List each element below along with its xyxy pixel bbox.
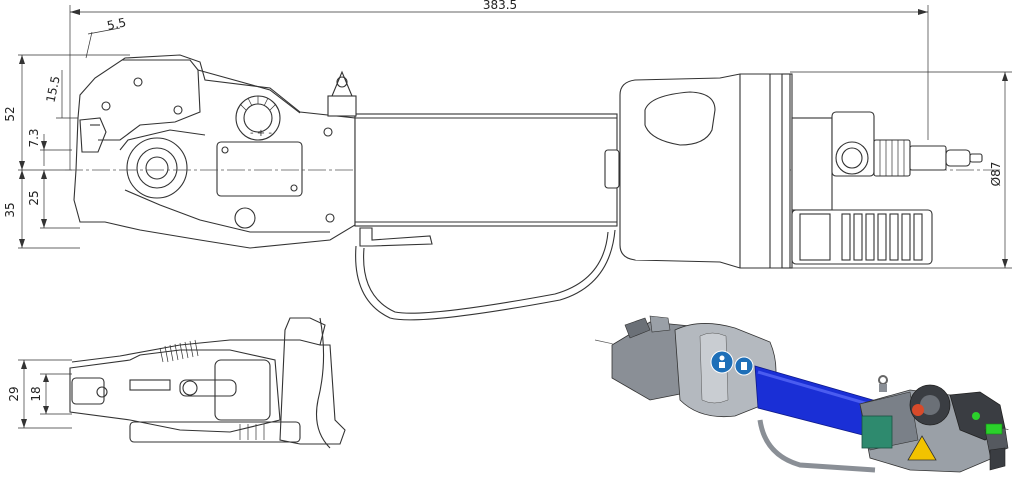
diameter-label: Ø87 (989, 162, 1003, 187)
overall-length-label: 383.5 (483, 0, 517, 12)
side-view-handle (355, 227, 616, 321)
top-view-dimensions: 29 18 (7, 359, 72, 429)
filter-slots (841, 213, 923, 261)
green-indicator (985, 423, 1003, 435)
width-18-label: 18 (29, 386, 43, 401)
diameter-dimension: Ø87 (790, 71, 1012, 269)
side-view-motor-housing (619, 73, 793, 269)
height-25-label: 25 (27, 190, 41, 205)
overall-length-dimension: 383.5 (69, 0, 929, 170)
height-35-label: 35 (3, 202, 17, 217)
jaw-73-label: 7.3 (27, 128, 41, 147)
upper-angle-label: 15.5 (43, 75, 62, 104)
isometric-render (594, 315, 1011, 473)
side-view-valve-assembly (791, 111, 983, 265)
offset-dimension: 5.5 (85, 15, 128, 59)
offset-label: 5.5 (106, 15, 128, 33)
side-view-jaw-head: - + - (73, 54, 356, 249)
top-view (69, 317, 346, 449)
height-52-label: 52 (3, 106, 17, 121)
width-29-label: 29 (7, 386, 21, 401)
left-height-dimensions: 52 35 25 7.3 15.5 (3, 54, 130, 249)
hand-crush-warning-icon (907, 435, 937, 461)
svg-text:- + -: - + - (250, 128, 272, 139)
side-view-barrel (327, 70, 620, 227)
return-spring (159, 339, 199, 363)
